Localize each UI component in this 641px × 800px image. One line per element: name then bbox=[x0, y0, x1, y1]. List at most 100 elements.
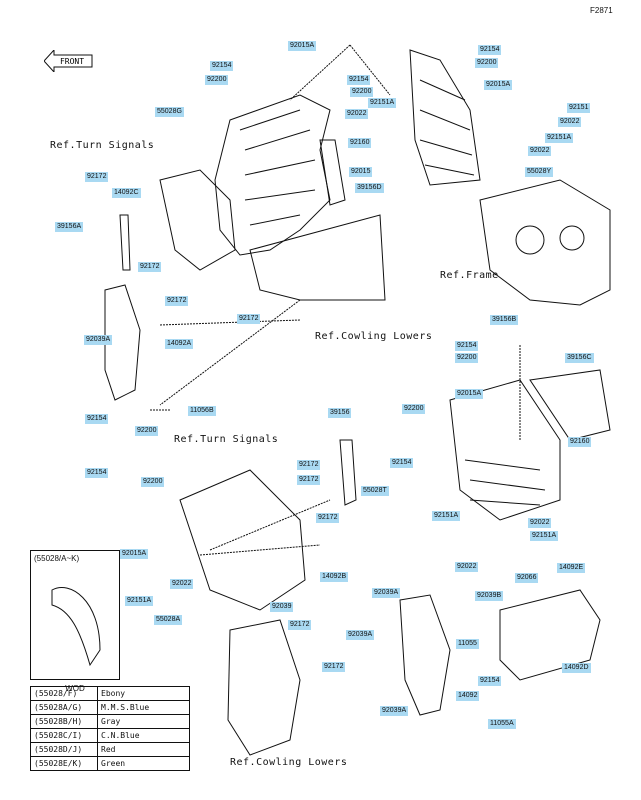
part-label[interactable]: 92151 bbox=[567, 103, 591, 113]
upper-cowling-shape bbox=[214, 94, 331, 256]
part-label[interactable]: 14092A bbox=[165, 339, 194, 349]
ref-turn-signals-top: Ref.Turn Signals bbox=[50, 140, 155, 151]
part-label[interactable]: 92022 bbox=[558, 117, 582, 127]
part-label[interactable]: 92154 bbox=[85, 468, 109, 478]
part-label[interactable]: 55028G bbox=[155, 107, 184, 117]
color-code: (55028/F) bbox=[30, 686, 98, 701]
part-label[interactable]: 92022 bbox=[528, 146, 552, 156]
bracket-b-shape bbox=[399, 594, 451, 716]
ref-cowling-lowers-top: Ref.Cowling Lowers bbox=[315, 331, 433, 342]
part-label[interactable]: 92022 bbox=[170, 579, 194, 589]
left-cowling-shape bbox=[179, 469, 306, 611]
part-label[interactable]: 92015A bbox=[484, 80, 513, 90]
part-label[interactable]: 39156D bbox=[355, 183, 384, 193]
part-label[interactable]: 92151A bbox=[545, 133, 574, 143]
inner-panel-shape bbox=[159, 169, 236, 271]
part-label[interactable]: 55028T bbox=[361, 486, 389, 496]
part-label[interactable]: 92172 bbox=[297, 475, 321, 485]
part-label[interactable]: 11056B bbox=[188, 406, 216, 416]
table-row: (55028C/I)C.N.Blue bbox=[30, 728, 190, 743]
color-name: Red bbox=[97, 742, 190, 757]
part-label[interactable]: 92160 bbox=[568, 437, 592, 447]
part-label[interactable]: 92154 bbox=[455, 341, 479, 351]
part-label[interactable]: 92039A bbox=[372, 588, 401, 598]
part-label[interactable]: 92022 bbox=[528, 518, 552, 528]
part-label[interactable]: 11055A bbox=[488, 719, 516, 729]
part-label[interactable]: 92172 bbox=[297, 460, 321, 470]
part-label[interactable]: 92200 bbox=[475, 58, 499, 68]
part-label[interactable]: 92200 bbox=[205, 75, 229, 85]
part-label[interactable]: 14092B bbox=[320, 572, 349, 582]
part-label[interactable]: 11055 bbox=[456, 639, 479, 649]
part-label[interactable]: 92200 bbox=[455, 353, 479, 363]
part-label[interactable]: 92172 bbox=[138, 262, 162, 272]
frame-shape bbox=[479, 179, 611, 306]
part-label[interactable]: 14092 bbox=[456, 691, 480, 701]
part-label[interactable]: 92151A bbox=[368, 98, 397, 108]
table-row: (55028A/G)M.M.S.Blue bbox=[30, 700, 190, 715]
part-label[interactable]: 92066 bbox=[515, 573, 539, 583]
part-label[interactable]: 92039 bbox=[270, 602, 294, 612]
part-label[interactable]: 39156B bbox=[490, 315, 519, 325]
part-label[interactable]: 92151A bbox=[530, 531, 559, 541]
part-label[interactable]: 92039B bbox=[475, 591, 504, 601]
part-label[interactable]: 92039A bbox=[380, 706, 409, 716]
part-label[interactable]: 39156A bbox=[55, 222, 84, 232]
part-label[interactable]: 55028Y bbox=[525, 167, 554, 177]
part-label[interactable]: 92154 bbox=[390, 458, 414, 468]
inset-title: (55028/A~K) bbox=[34, 554, 80, 563]
part-label[interactable]: 92172 bbox=[316, 513, 340, 523]
front-label: FRONT bbox=[60, 57, 84, 66]
part-label[interactable]: 92022 bbox=[345, 109, 369, 119]
side-cover-shape bbox=[249, 214, 386, 301]
side-panel-c-shape bbox=[529, 369, 611, 441]
color-name: Ebony bbox=[97, 686, 190, 701]
front-arrow: FRONT bbox=[44, 50, 93, 72]
part-label[interactable]: 14092C bbox=[112, 188, 141, 198]
ref-turn-signals-lower: Ref.Turn Signals bbox=[174, 434, 279, 445]
part-label[interactable]: 92172 bbox=[165, 296, 189, 306]
part-label[interactable]: 92154 bbox=[478, 45, 502, 55]
part-label[interactable]: 92015A bbox=[288, 41, 317, 51]
color-code: (55028B/H) bbox=[30, 714, 98, 729]
table-row: (55028D/J)Red bbox=[30, 742, 190, 757]
part-label[interactable]: 92154 bbox=[347, 75, 371, 85]
ref-frame: Ref.Frame bbox=[440, 270, 499, 281]
part-label[interactable]: 92151A bbox=[125, 596, 154, 606]
strip-39156-shape bbox=[339, 439, 357, 506]
part-label[interactable]: 92200 bbox=[402, 404, 426, 414]
strip-shape bbox=[119, 214, 131, 271]
color-name: Green bbox=[97, 756, 190, 771]
part-label[interactable]: 92039A bbox=[84, 335, 113, 345]
part-label[interactable]: 14092E bbox=[557, 563, 586, 573]
part-label[interactable]: 92015A bbox=[455, 389, 484, 399]
part-label[interactable]: 92015 bbox=[349, 167, 373, 177]
part-label[interactable]: 92172 bbox=[85, 172, 109, 182]
part-label[interactable]: 92039A bbox=[346, 630, 375, 640]
part-label[interactable]: 14092D bbox=[562, 663, 591, 673]
table-row: (55028/F)Ebony bbox=[30, 686, 190, 701]
part-label[interactable]: 92015A bbox=[120, 549, 149, 559]
part-label[interactable]: 92154 bbox=[210, 61, 234, 71]
part-label[interactable]: 92172 bbox=[237, 314, 261, 324]
part-label[interactable]: 92200 bbox=[141, 477, 165, 487]
part-label[interactable]: 92172 bbox=[322, 662, 346, 672]
cowling-lower-shape bbox=[227, 619, 301, 756]
color-name: Gray bbox=[97, 714, 190, 729]
figure-id: F2871 bbox=[590, 6, 613, 15]
bracket-shape bbox=[104, 284, 141, 401]
part-label[interactable]: 92200 bbox=[135, 426, 159, 436]
color-code: (55028A/G) bbox=[30, 700, 98, 715]
part-label[interactable]: 92151A bbox=[432, 511, 461, 521]
part-label[interactable]: 92154 bbox=[85, 414, 109, 424]
part-label[interactable]: 55028A bbox=[154, 615, 183, 625]
part-label[interactable]: 39156 bbox=[328, 408, 352, 418]
table-row: (55028B/H)Gray bbox=[30, 714, 190, 729]
part-label[interactable]: 92160 bbox=[348, 138, 372, 148]
part-label[interactable]: 92172 bbox=[288, 620, 312, 630]
part-label[interactable]: 92154 bbox=[478, 676, 502, 686]
part-label[interactable]: 39156C bbox=[565, 353, 594, 363]
part-label[interactable]: 92022 bbox=[455, 562, 479, 572]
part-label[interactable]: 92200 bbox=[350, 87, 374, 97]
